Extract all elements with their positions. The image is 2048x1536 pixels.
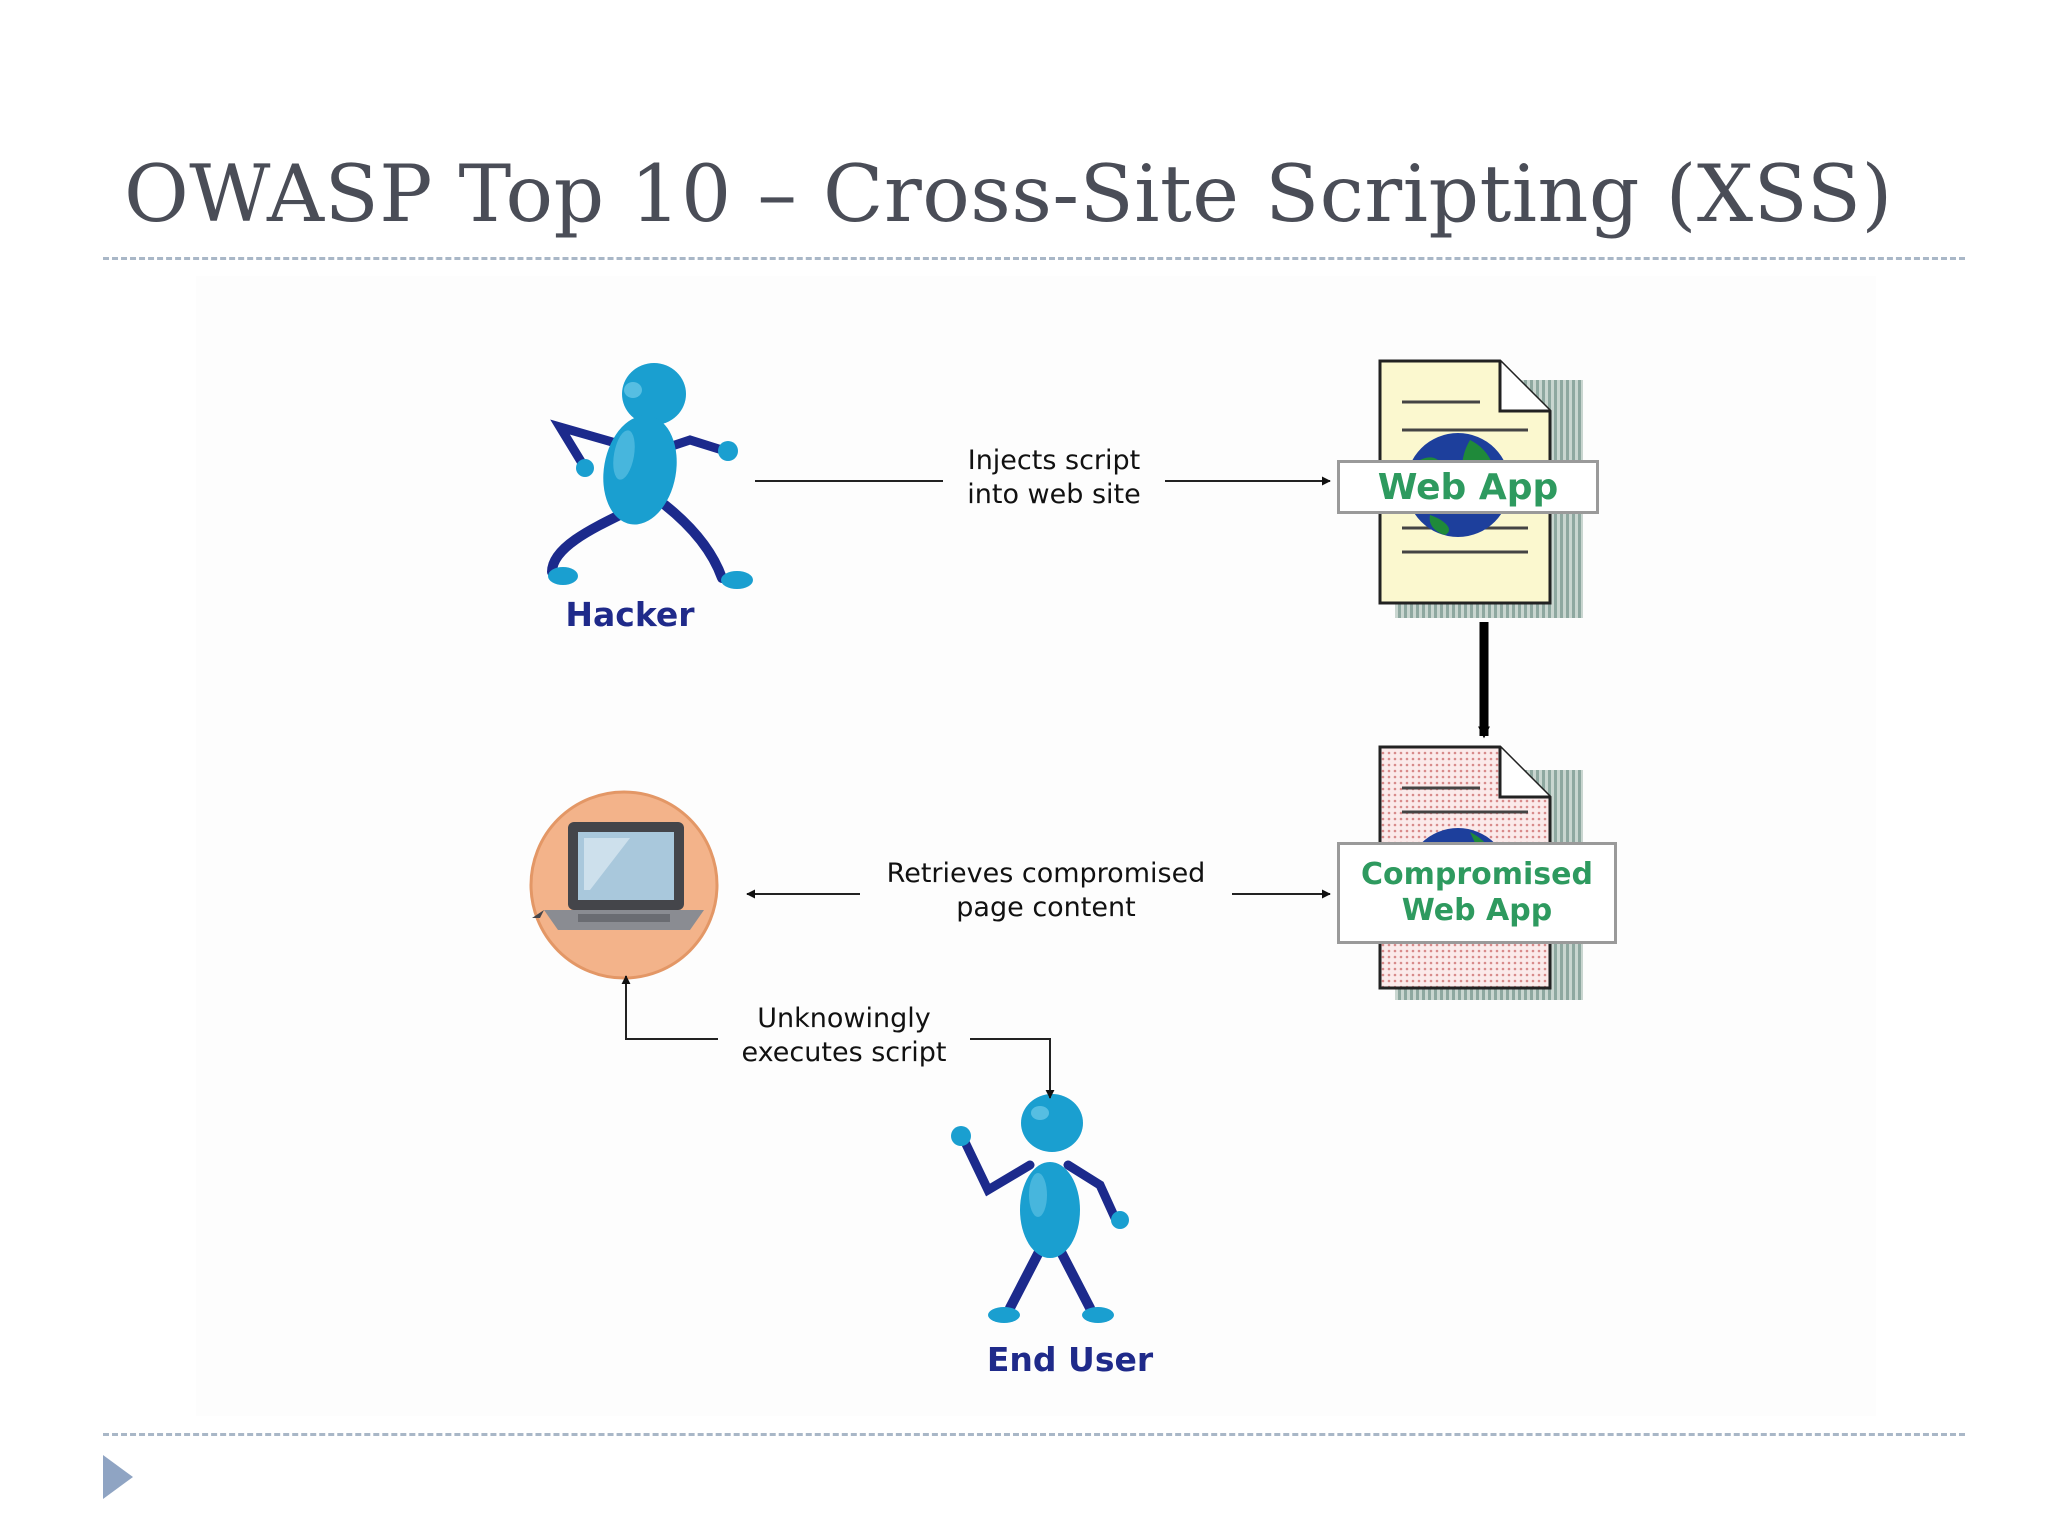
end-user-figure (951, 1094, 1129, 1323)
compromised-web-app-label-line-1: Compromised (1361, 857, 1593, 892)
hacker-label: Hacker (565, 595, 695, 634)
execute-label-line-2: executes script (741, 1037, 947, 1068)
title-divider (103, 257, 1965, 260)
execute-label: Unknowingly executes script (718, 1002, 970, 1070)
inject-label-line-2: into web site (967, 479, 1141, 510)
inject-label-line-1: Injects script (967, 445, 1141, 476)
retrieve-label-line-2: page content (956, 892, 1136, 923)
retrieve-label-line-1: Retrieves compromised (886, 858, 1206, 889)
web-app-label-line: Web App (1377, 466, 1559, 508)
laptop-icon (529, 790, 719, 980)
hacker-figure (547, 363, 753, 589)
play-triangle-icon (103, 1455, 133, 1499)
slide-title: OWASP Top 10 – Cross-Site Scripting (XSS… (124, 148, 1893, 240)
inject-label: Injects script into web site (943, 444, 1165, 512)
execute-label-line-1: Unknowingly (757, 1003, 931, 1034)
web-app-label: Web App (1337, 460, 1599, 514)
compromised-web-app-label: Compromised Web App (1337, 842, 1617, 944)
end-user-label: End User (986, 1340, 1154, 1379)
retrieve-label: Retrieves compromised page content (860, 857, 1232, 925)
footer-divider (103, 1433, 1965, 1436)
compromised-web-app-label-line-2: Web App (1401, 893, 1553, 928)
